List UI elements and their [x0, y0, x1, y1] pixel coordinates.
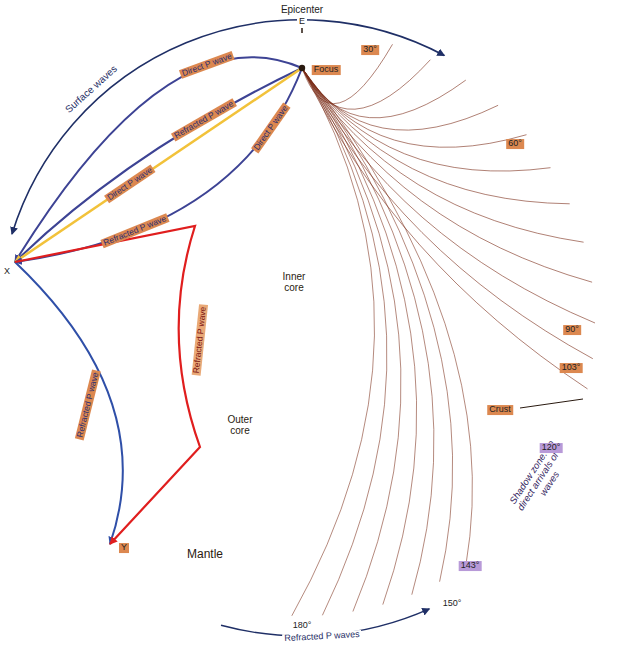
core-ray [302, 68, 434, 595]
fine-rays [292, 44, 595, 616]
diagram-label: Direct P wave [104, 164, 156, 203]
direct-ray [302, 68, 593, 359]
refracted-mantle-path [15, 262, 123, 544]
diagram-label: E [297, 17, 307, 27]
surface-wave-arc [12, 20, 444, 234]
inner-core: Inner core [222, 210, 366, 354]
direct-ray [302, 68, 592, 282]
diagram-label: X [2, 267, 12, 277]
earth-mantle: Mantle Outer core Inner core [9, 30, 595, 616]
direct-ray [302, 68, 498, 130]
diagram-label: Refracted P waves [282, 630, 362, 644]
crust-leader [520, 399, 583, 408]
earth-mantle-shape [9, 30, 595, 616]
direct-ray [302, 68, 595, 323]
diagram-label: Refracted P wave [100, 213, 169, 248]
layer-label: Mantle [170, 548, 240, 561]
focus-dot [299, 65, 305, 71]
core-ray [302, 68, 472, 566]
layer-label: Inner core [273, 271, 315, 293]
diagram-label: 150° [441, 599, 464, 609]
direct-ray [302, 68, 588, 389]
layer-label: Outer core [219, 414, 261, 436]
diagram-label: Direct P wave [251, 102, 291, 153]
diagram-label: Epicenter [279, 4, 325, 15]
diagram-label: 180° [291, 621, 314, 631]
diagram-label: Refracted P wave [75, 369, 101, 440]
direct-ray [302, 68, 466, 118]
diagram-label: 30° [361, 45, 379, 55]
diagram-label: Direct P wave [179, 51, 235, 79]
epicenter-tick [301, 28, 303, 33]
core-ray [292, 68, 375, 616]
diagram-label: Surface waves [61, 62, 120, 117]
diagram-label: 103° [560, 363, 583, 373]
shadow-zone: Shadow zone: no direct arrivals of P wav… [455, 375, 610, 575]
refracted-core-path [15, 226, 200, 544]
diagram-label: Y [119, 543, 129, 553]
core-ray [302, 68, 401, 612]
diagram-label: Crust [487, 405, 513, 415]
diagram-label: 120° [540, 443, 563, 453]
diagram-label: Refracted P wave [192, 304, 209, 376]
direct-wave-path [15, 57, 302, 262]
direct-ray [302, 68, 551, 171]
diagram-label: 143° [459, 561, 482, 571]
diagram-label: 60° [506, 139, 524, 149]
diagram-label: Focus [312, 65, 341, 75]
diagram-label: 90° [563, 325, 581, 335]
